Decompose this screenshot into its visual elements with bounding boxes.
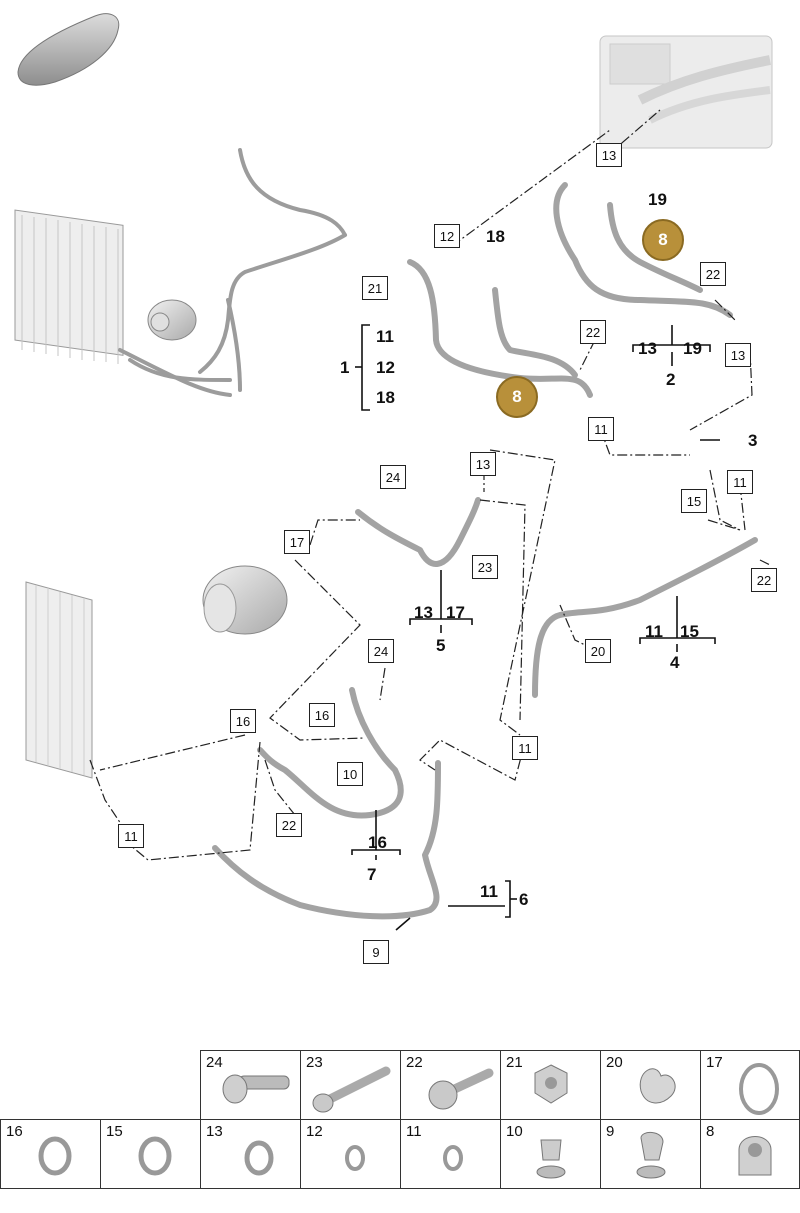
part-number: 15 — [106, 1123, 123, 1140]
pipe-holder-clip-icon — [738, 1136, 772, 1176]
group-7-label: 7 — [367, 865, 377, 884]
group1-item-18: 18 — [376, 388, 395, 407]
part-cell-15[interactable]: 15 — [100, 1119, 201, 1189]
diagram-artwork — [14, 13, 773, 931]
gold-callout-8[interactable]: 8 — [642, 219, 684, 261]
compressor-top — [147, 299, 197, 341]
group5-item-17: 17 — [446, 603, 465, 622]
group-1-label: 1 — [340, 358, 350, 377]
part-cell-11[interactable]: 11 — [400, 1119, 501, 1189]
group4-item-11: 11 — [645, 622, 663, 641]
part-cell-22[interactable]: 22 — [400, 1050, 501, 1120]
callout-23[interactable]: 23 — [472, 555, 498, 579]
callout-22[interactable]: 22 — [700, 262, 726, 286]
o-ring-large-icon — [739, 1063, 779, 1115]
push-clip-icon — [536, 1139, 566, 1179]
push-clip-icon — [636, 1132, 666, 1179]
o-ring-small-icon — [345, 1145, 365, 1171]
condenser-top — [14, 209, 124, 364]
hvac-unit — [599, 35, 773, 149]
callout-13[interactable]: 13 — [596, 143, 622, 167]
part-cell-13[interactable]: 13 — [200, 1119, 301, 1189]
label-19: 19 — [648, 190, 667, 209]
group-5-label: 5 — [436, 636, 446, 655]
compressor-bottom — [202, 565, 288, 635]
part-cell-9[interactable]: 9 — [600, 1119, 701, 1189]
group2-item-13: 13 — [638, 339, 657, 358]
callout-13[interactable]: 13 — [725, 343, 751, 367]
callout-9[interactable]: 9 — [363, 940, 389, 964]
condenser-bottom — [25, 581, 93, 779]
part-number: 23 — [306, 1054, 323, 1071]
callout-21[interactable]: 21 — [362, 276, 388, 300]
callout-24[interactable]: 24 — [380, 465, 406, 489]
part-cell-16[interactable]: 16 — [0, 1119, 101, 1189]
bolt-long-icon — [312, 1066, 391, 1113]
callout-15[interactable]: 15 — [681, 489, 707, 513]
o-ring-icon — [38, 1136, 72, 1176]
bolt-pan-head-icon — [428, 1068, 494, 1110]
callout-11[interactable]: 11 — [727, 470, 753, 494]
part-cell-24[interactable]: 24 — [200, 1050, 301, 1120]
part-cell-23[interactable]: 23 — [300, 1050, 401, 1120]
part-number: 24 — [206, 1054, 223, 1071]
o-ring-icon — [138, 1136, 172, 1176]
callout-11[interactable]: 11 — [588, 417, 614, 441]
car-silhouette-icon — [17, 13, 120, 86]
group6-item-11: 11 — [480, 882, 498, 901]
group2-item-19: 19 — [683, 339, 702, 358]
callout-16[interactable]: 16 — [309, 703, 335, 727]
part-number: 13 — [206, 1123, 223, 1140]
callout-10[interactable]: 10 — [337, 762, 363, 786]
label-3: 3 — [748, 431, 758, 450]
part-cell-8[interactable]: 8 — [700, 1119, 800, 1189]
part-cell-10[interactable]: 10 — [500, 1119, 601, 1189]
group5-item-13: 13 — [414, 603, 433, 622]
parts-table: 24 23 22 21 20 17 16 15 13 12 11 — [0, 1050, 800, 1190]
group1-item-12: 12 — [376, 358, 395, 377]
part-number: 10 — [506, 1123, 523, 1140]
o-ring-icon — [244, 1140, 274, 1176]
callout-22[interactable]: 22 — [751, 568, 777, 592]
callout-11[interactable]: 11 — [118, 824, 144, 848]
group-6-label: 6 — [519, 890, 529, 909]
label-18: 18 — [486, 227, 505, 246]
part-number: 16 — [6, 1123, 23, 1140]
group-4-label: 4 — [670, 653, 680, 672]
callout-11[interactable]: 11 — [512, 736, 538, 760]
flange-nut-icon — [534, 1064, 568, 1104]
part-number: 21 — [506, 1054, 523, 1071]
part-number: 12 — [306, 1123, 323, 1140]
group4-item-15: 15 — [680, 622, 699, 641]
part-cell-12[interactable]: 12 — [300, 1119, 401, 1189]
group1-item-11: 11 — [376, 327, 394, 346]
group-2-label: 2 — [666, 370, 676, 389]
callout-17[interactable]: 17 — [284, 530, 310, 554]
callout-22[interactable]: 22 — [580, 320, 606, 344]
bolt-flange-icon — [222, 1074, 290, 1104]
exploded-parts-diagram: 13 12 21 22 22 13 11 11 15 22 24 13 17 2… — [14, 13, 777, 964]
part-number: 17 — [706, 1054, 723, 1071]
callout-12[interactable]: 12 — [434, 224, 460, 248]
callout-13[interactable]: 13 — [470, 452, 496, 476]
part-cell-17[interactable]: 17 — [700, 1050, 800, 1120]
callout-20[interactable]: 20 — [585, 639, 611, 663]
part-number: 20 — [606, 1054, 623, 1071]
o-ring-small-icon — [443, 1145, 463, 1171]
pipe-clip-double-icon — [639, 1068, 676, 1104]
callout-24[interactable]: 24 — [368, 639, 394, 663]
part-cell-21[interactable]: 21 — [500, 1050, 601, 1120]
gold-callout-8[interactable]: 8 — [496, 376, 538, 418]
part-number: 8 — [706, 1123, 715, 1140]
part-number: 11 — [406, 1123, 422, 1140]
group7-item-16: 16 — [368, 833, 387, 852]
callout-22[interactable]: 22 — [276, 813, 302, 837]
part-number: 9 — [606, 1123, 615, 1140]
part-cell-20[interactable]: 20 — [600, 1050, 701, 1120]
callout-16[interactable]: 16 — [230, 709, 256, 733]
part-number: 22 — [406, 1054, 423, 1071]
